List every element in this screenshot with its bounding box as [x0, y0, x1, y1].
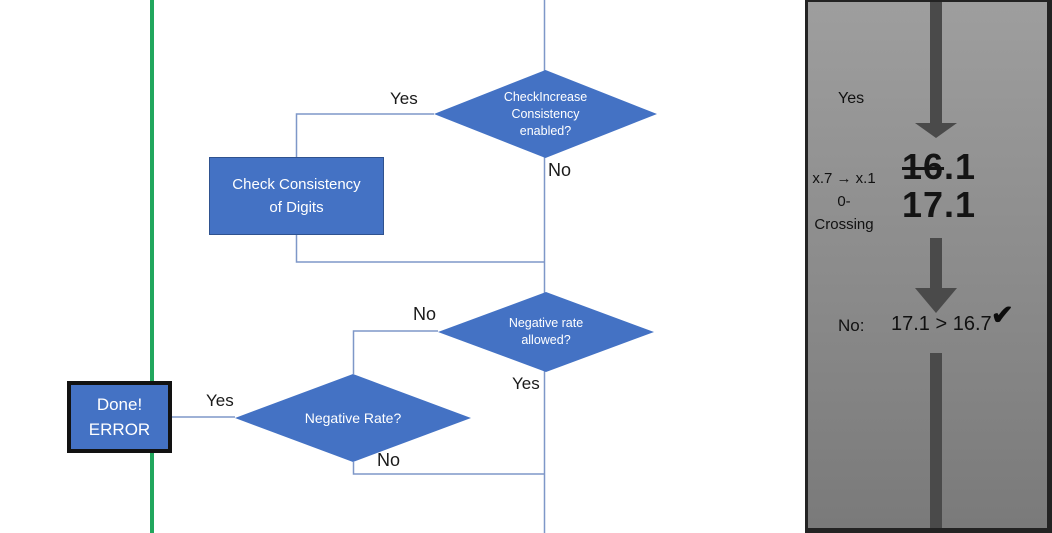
decision-negative-rate-label: Negative Rate?: [304, 410, 402, 426]
panel-arrows: [915, 2, 957, 528]
decision-negative-rate-allowed-label: Negative rate allowed?: [508, 316, 584, 347]
green-timeline-line: [150, 0, 154, 533]
process-check-consistency-label: Check Consistency of Digits: [232, 176, 361, 216]
panel-values: 16.1 17.1: [902, 148, 976, 224]
panel-zero-crossing-annotation: x.7 → x.1 0-Crossing: [812, 170, 876, 233]
terminal-done-error-box: Done! ERROR: [67, 381, 172, 453]
down-arrow-3: [930, 353, 942, 528]
label-negative-rate-yes: Yes: [206, 391, 234, 410]
terminal-done-error-label: Done! ERROR: [88, 395, 151, 439]
process-check-consistency-box: Check Consistency of Digits: [209, 157, 384, 235]
panel-yes-label: Yes: [838, 90, 865, 107]
checkmark-icon: ✔: [991, 300, 1014, 330]
label-negative-rate-no: No: [377, 450, 401, 470]
down-arrow-2: [915, 238, 957, 313]
down-arrow-1: [915, 2, 957, 138]
panel-crossed-out-value: 16.1: [902, 146, 977, 187]
label-check-increase-yes: Yes: [390, 89, 418, 108]
connector-negative-rate-no: [352, 462, 544, 475]
label-negative-rate-allowed-no: No: [413, 304, 437, 324]
panel-new-value: 17.1: [902, 184, 977, 225]
panel-no-label: No:: [838, 316, 865, 335]
connector-no-to-negative-rate: [352, 330, 438, 374]
panel-comparison-text: 17.1 > 16.7: [891, 313, 992, 335]
side-panel: Yes x.7 → x.1 0-Crossing 16.1 17.1 No: 1…: [805, 0, 1052, 533]
label-negative-rate-allowed-yes: Yes: [512, 374, 540, 393]
label-check-increase-no: No: [548, 160, 572, 180]
connector-yes-to-process: [295, 113, 434, 157]
decision-check-increase-label: CheckIncrease Consistency enabled?: [503, 89, 588, 138]
connector-process-return: [295, 235, 544, 263]
